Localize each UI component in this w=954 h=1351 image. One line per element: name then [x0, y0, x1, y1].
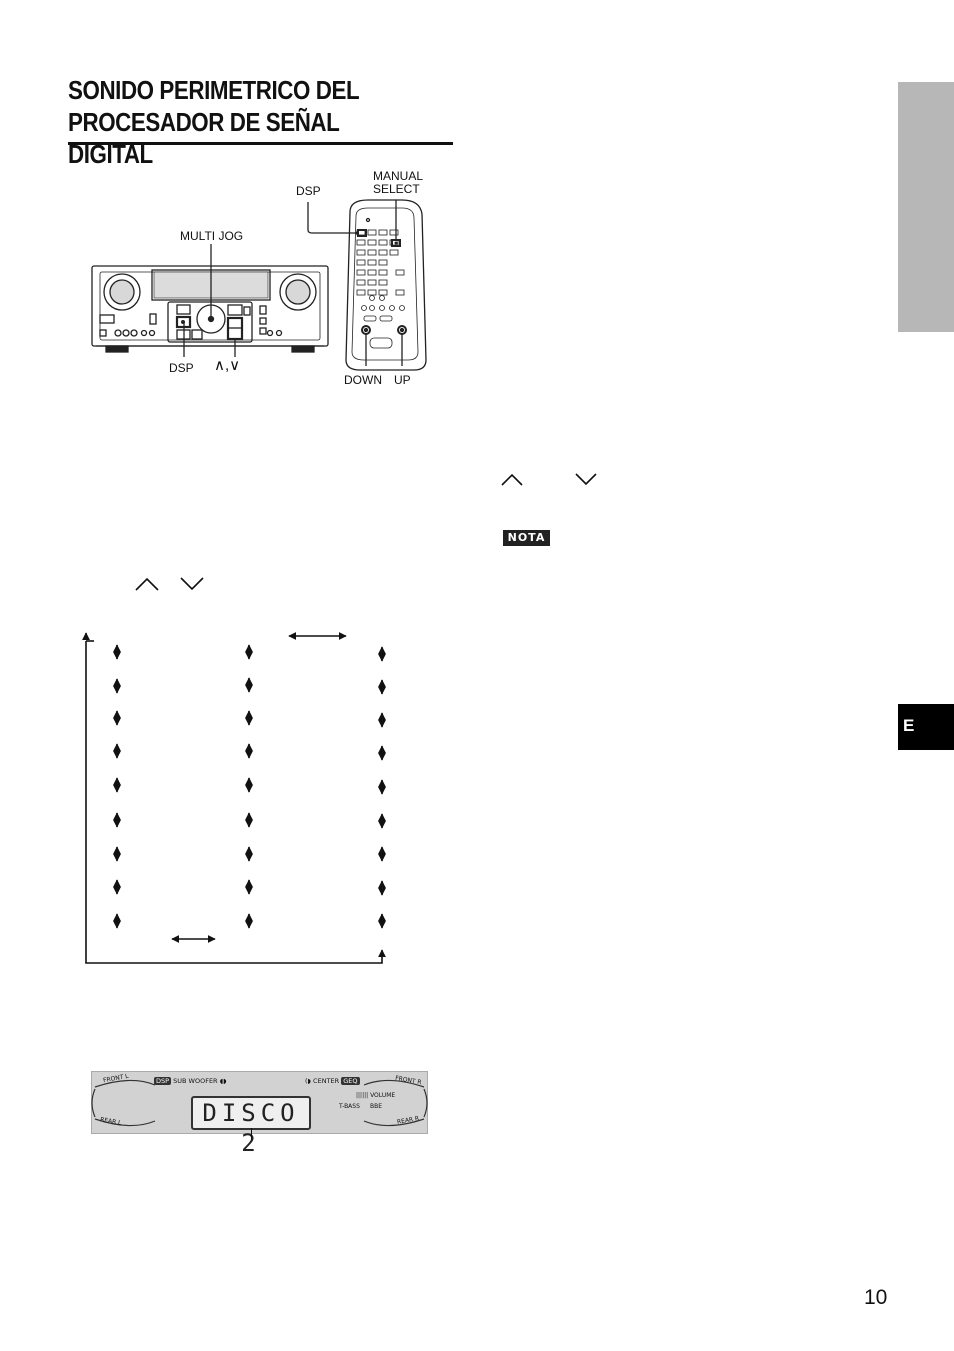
- manual-select-line-1: MANUAL: [373, 169, 424, 183]
- volume-bars-icon: ||||||: [356, 1092, 369, 1099]
- t-bass-label: T-BASS: [339, 1103, 360, 1110]
- receiver-remote-illustration: [91, 199, 427, 371]
- left-knob: [103, 273, 141, 311]
- side-tab-label: E: [903, 716, 915, 735]
- chevron-up-down-icons-left: [135, 577, 204, 591]
- segment-display: DISCO 2: [191, 1096, 311, 1157]
- geq-badge: GEQ: [341, 1077, 360, 1085]
- bbe-label: BBE: [370, 1103, 383, 1110]
- multi-jog-label: MULTI JOG: [180, 229, 244, 243]
- title-rule: [68, 142, 453, 145]
- remote-dsp-label: DSP: [296, 184, 321, 198]
- receiver-dsp-label: DSP: [169, 361, 194, 375]
- speaker-icon: ◖◗: [219, 1077, 227, 1085]
- page-number: 10: [864, 1286, 888, 1309]
- side-tab-gray: [898, 82, 954, 332]
- display-callout-line: [251, 1128, 252, 1140]
- remote-up-label: UP: [394, 373, 411, 387]
- title-line-1: SONIDO PERIMETRICO DEL: [68, 75, 360, 105]
- right-knob: [279, 273, 317, 311]
- center-label: CENTER: [313, 1077, 340, 1085]
- manual-select-label: MANUAL SELECT: [373, 170, 423, 196]
- remote-body: [345, 199, 427, 371]
- chevron-up-icon: [135, 577, 159, 591]
- dsp-badge: DSP: [154, 1077, 172, 1085]
- note-badge: NOTA: [503, 530, 550, 546]
- chevron-up-icon: [501, 473, 523, 486]
- up-down-label: ∧,∨: [214, 357, 241, 374]
- side-tab-language: E: [898, 704, 954, 750]
- remote-down-label: DOWN: [344, 373, 382, 387]
- chevron-down-icon: [575, 473, 597, 486]
- page-title: SONIDO PERIMETRICO DEL PROCESADOR DE SEÑ…: [68, 74, 403, 170]
- volume-indicator: |||||| VOLUME: [356, 1092, 395, 1099]
- loop-line: [85, 641, 386, 964]
- dsp-subwoofer-indicator: DSP SUB WOOFER ◖◗: [154, 1077, 227, 1085]
- sub-woofer-label: SUB WOOFER: [173, 1077, 218, 1085]
- speaker-icon: (◗: [305, 1077, 311, 1085]
- display-panel-speaker-arcs: [91, 1079, 428, 1127]
- volume-label: VOLUME: [370, 1092, 396, 1099]
- center-geq-indicator: (◗ CENTER GEQ: [305, 1077, 360, 1085]
- mode-cycle-diagram: [82, 632, 386, 964]
- chevron-down-icon: [180, 577, 204, 591]
- manual-select-line-2: SELECT: [373, 182, 420, 196]
- chevron-up-down-icons-right: [501, 473, 597, 486]
